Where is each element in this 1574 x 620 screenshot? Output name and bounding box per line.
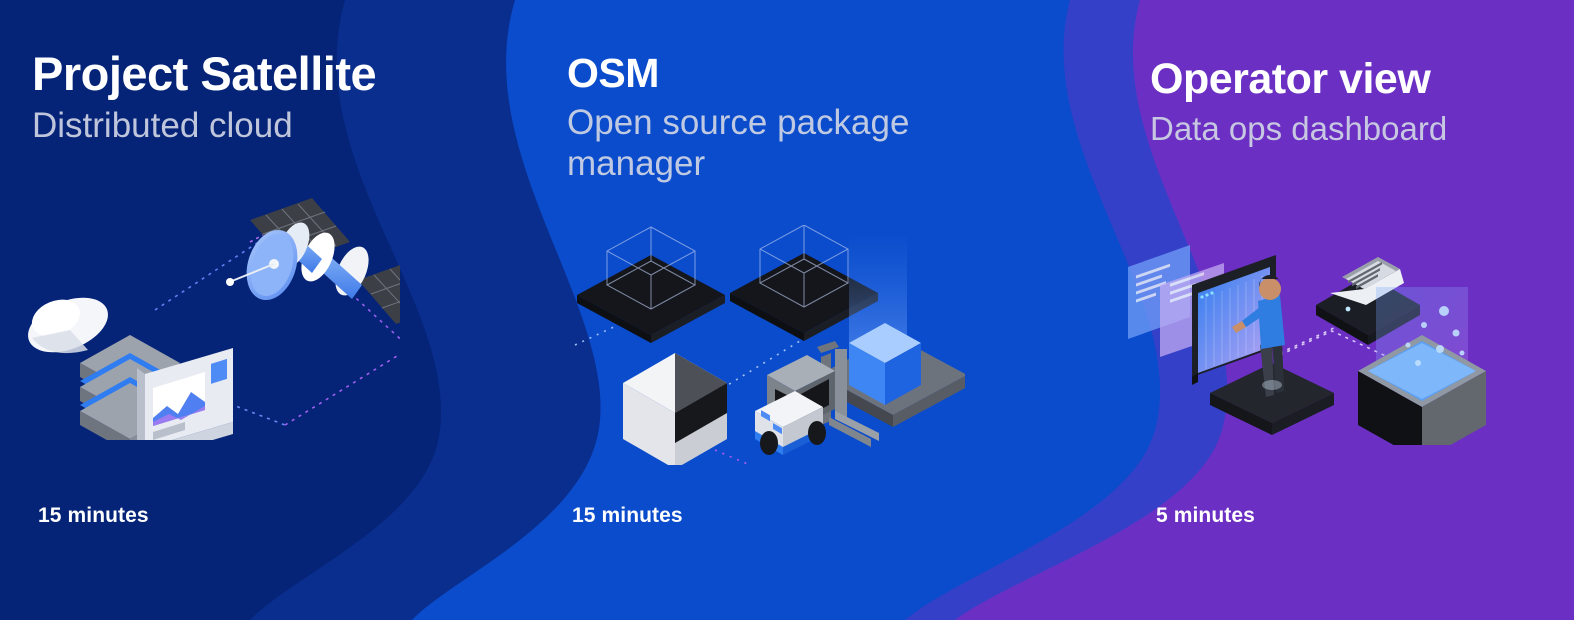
panel-satellite-duration: 15 minutes xyxy=(38,504,149,527)
panel-satellite: Project Satellite Distributed cloud xyxy=(0,0,520,620)
panel-osm: OSM Open source package manager xyxy=(520,0,1110,620)
panel-operator: Operator view Data ops dashboard xyxy=(1110,0,1574,620)
panel-operator-title: Operator view xyxy=(1150,55,1431,103)
panel-satellite-subtitle: Distributed cloud xyxy=(32,105,293,145)
display-wall-icon xyxy=(1192,255,1276,385)
package-manager-forklift-illustration xyxy=(574,225,965,465)
panel-satellite-title: Project Satellite xyxy=(32,47,377,100)
panel-osm-duration: 15 minutes xyxy=(572,504,683,527)
panel-osm-subtitle: Open source package manager xyxy=(567,102,910,183)
satellite-distributed-cloud-illustration xyxy=(28,198,400,440)
laptop-icon xyxy=(1316,257,1420,345)
data-ops-dashboard-illustration xyxy=(1128,245,1486,445)
panel-operator-subtitle: Data ops dashboard xyxy=(1150,109,1448,147)
forklift-icon xyxy=(755,341,879,455)
operator-person-icon xyxy=(1210,274,1334,435)
data-pool-icon xyxy=(1358,287,1486,445)
package-box-icon xyxy=(623,353,727,465)
analytics-screen-icon xyxy=(137,348,233,440)
panel-osm-title: OSM xyxy=(567,50,659,96)
satellite-icon xyxy=(226,198,400,324)
cloud-icon xyxy=(28,297,108,354)
panel-operator-duration: 5 minutes xyxy=(1156,504,1255,527)
wireframe-package-slot-icon xyxy=(577,226,725,343)
